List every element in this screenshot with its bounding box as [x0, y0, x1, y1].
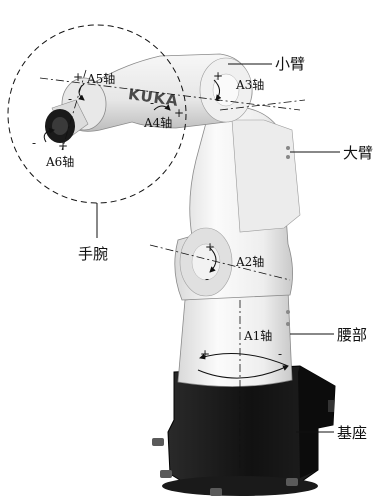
- a6-minus: -: [32, 136, 36, 150]
- a1-plus: +: [200, 347, 210, 361]
- a2-label: A2轴: [235, 254, 264, 269]
- a6-label: A6轴: [45, 154, 74, 169]
- a4-label: A4轴: [143, 115, 172, 130]
- a4-minus: -: [150, 96, 154, 110]
- a6-plus: +: [58, 139, 68, 153]
- robot-waist: [178, 290, 292, 387]
- base-bolt: [160, 470, 172, 478]
- a5-plus: +: [73, 70, 83, 84]
- base-bolt: [152, 438, 164, 446]
- a1-minus: -: [278, 347, 282, 361]
- a3-minus: -: [216, 93, 220, 107]
- waist-label: 腰部: [337, 326, 367, 344]
- wrist-label: 手腕: [78, 245, 108, 263]
- base-label: 基座: [337, 424, 367, 442]
- a1-label: A1轴: [243, 328, 272, 343]
- robot-upper-arm: [175, 106, 300, 300]
- a4-plus: +: [174, 106, 184, 120]
- base-bolt: [286, 478, 298, 486]
- a3-plus: +: [213, 69, 223, 83]
- a2-plus: +: [205, 240, 215, 254]
- robot-wrist-joint: [45, 78, 106, 143]
- a3-label: A3轴: [235, 77, 264, 92]
- forearm-label: 小臂: [275, 55, 305, 73]
- a2-minus: -: [205, 272, 209, 286]
- upper-arm-label: 大臂: [343, 144, 373, 162]
- base-bolt: [210, 488, 222, 496]
- a5-label: A5轴: [86, 71, 115, 86]
- a5-minus: -: [68, 92, 72, 106]
